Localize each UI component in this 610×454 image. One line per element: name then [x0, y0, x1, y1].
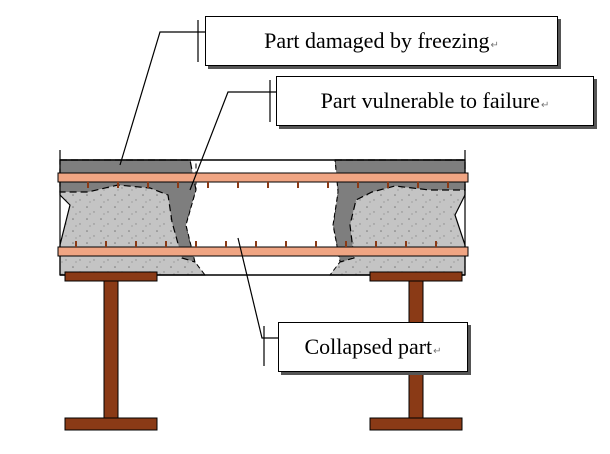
return-mark-icon: ↵	[540, 99, 550, 111]
label-freezing-text: Part damaged by freezing	[264, 28, 490, 53]
upper-rebar	[57, 172, 469, 183]
lower-rebar-ties	[75, 241, 437, 247]
return-mark-icon: ↵	[490, 39, 499, 51]
leader-freezing	[119, 31, 205, 166]
leader-collapsed	[237, 237, 278, 339]
label-collapsed-text: Collapsed part	[304, 334, 433, 359]
lower-rebar	[57, 246, 469, 257]
upper-rebar-ties	[87, 182, 449, 188]
girder-left	[64, 271, 158, 431]
label-collapsed-part: Collapsed part↵	[278, 322, 468, 372]
label-part-damaged-by-freezing: Part damaged by freezing↵	[205, 16, 558, 66]
label-part-vulnerable-to-failure: Part vulnerable to failure↵	[276, 76, 594, 126]
leader-vulnerable	[189, 91, 276, 191]
label-vulnerable-text: Part vulnerable to failure	[320, 88, 540, 113]
return-mark-icon: ↵	[433, 345, 442, 357]
